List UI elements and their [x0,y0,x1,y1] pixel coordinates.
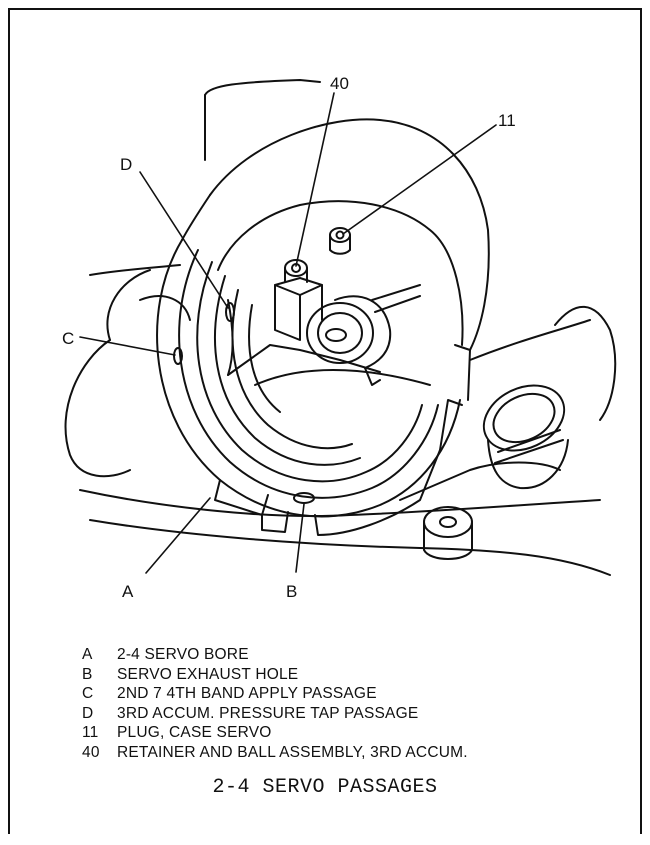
callout-d: D [120,155,132,174]
callout-c: C [62,329,74,348]
callout-40: 40 [330,74,349,93]
legend-text: 2ND 7 4TH BAND APPLY PASSAGE [117,685,377,702]
callout-leaders [79,92,497,574]
callout-a: A [122,582,134,601]
transmission-case-outline [79,79,617,576]
legend-item: C 2ND 7 4TH BAND APPLY PASSAGE [80,685,600,705]
callout-11: 11 [498,111,516,130]
bore-passage-holes [173,302,315,504]
legend-item: 40 RETAINER AND BALL ASSEMBLY, 3RD ACCUM… [80,744,600,764]
legend-text: 2-4 SERVO BORE [117,646,249,663]
passage-hole-d [225,302,235,322]
legend-item: A 2-4 SERVO BORE [80,646,600,666]
leader-11 [342,124,497,235]
legend: A 2-4 SERVO BORE B SERVO EXHAUST HOLE C … [80,646,600,763]
legend-item: 11 PLUG, CASE SERVO [80,724,600,744]
legend-text: 3RD ACCUM. PRESSURE TAP PASSAGE [117,704,419,722]
legend-text: SERVO EXHAUST HOLE [117,665,299,683]
legend-key: D [82,704,94,722]
retainer-ball-assembly [274,227,421,386]
legend-item: D 3RD ACCUM. PRESSURE TAP PASSAGE [80,705,600,725]
legend-key: C [82,685,94,702]
legend-text: RETAINER AND BALL ASSEMBLY, 3RD ACCUM. [117,743,468,761]
legend-item: B SERVO EXHAUST HOLE [80,666,600,686]
legend-key: 11 [82,724,99,741]
right-piston-boss [482,384,569,490]
servo-bore-rings [156,239,471,536]
inner-bore-wall [217,200,464,386]
leader-40 [295,92,335,267]
figure-caption: 2-4 SERVO PASSAGES [212,776,438,799]
servo-housing [181,118,490,401]
servo-bore-diagram: 40 11 D C A B [62,74,617,601]
leader-b [295,503,305,573]
callout-b: B [286,582,297,601]
figure-frame [8,8,642,834]
legend-key: 40 [82,743,100,761]
legend-key: A [82,646,93,663]
exhaust-hole-b [293,492,315,504]
leader-d [139,171,229,309]
legend-key: B [82,665,93,683]
legend-text: PLUG, CASE SERVO [117,724,272,741]
case-bolt-boss [423,506,473,560]
passage-hole-c [173,347,183,365]
leader-c [79,336,176,356]
leader-a [145,497,211,574]
left-cylinder-boss [64,269,191,478]
